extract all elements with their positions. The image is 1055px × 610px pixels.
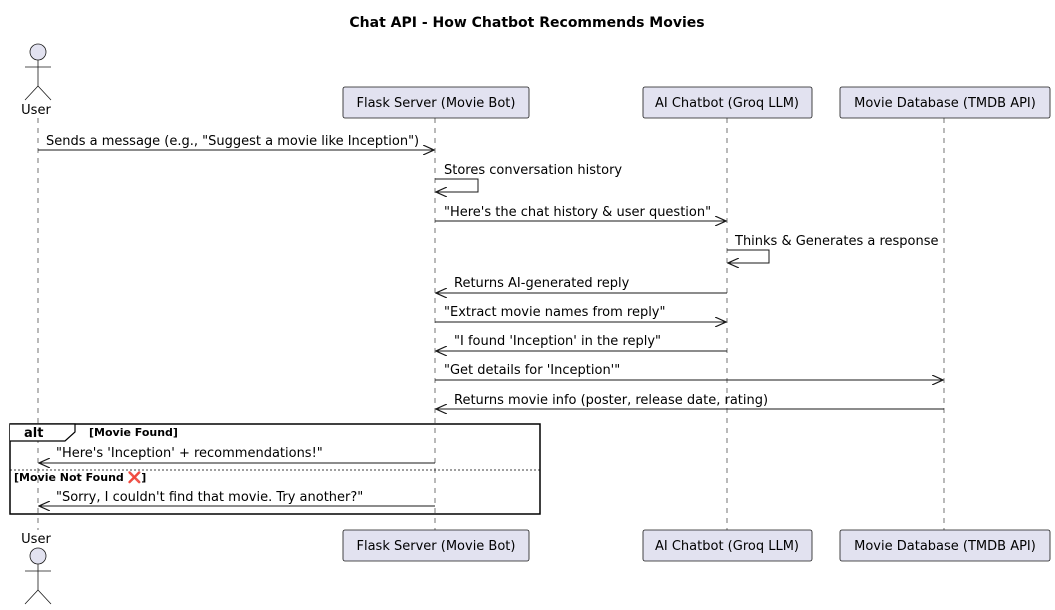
participant-label: Flask Server (Movie Bot) (357, 539, 516, 554)
message-1: Sends a message (e.g., "Suggest a movie … (38, 134, 434, 150)
participant-ai-bottom: AI Chatbot (Groq LLM) (642, 529, 813, 562)
alt-branch1-message: "Here's 'Inception' + recommendations!" (56, 446, 323, 461)
participant-label: Movie Database (TMDB API) (854, 96, 1036, 111)
message-label: "I found 'Inception' in the reply" (454, 334, 661, 349)
message-6: "Extract movie names from reply" (435, 305, 726, 322)
actor-head-icon (29, 547, 47, 565)
actor-head-icon (29, 43, 47, 61)
actor-user-top: User (21, 43, 51, 118)
message-label: "Here's the chat history & user question… (444, 205, 711, 220)
alt-branch1-label: [Movie Found] (89, 426, 178, 439)
message-5: Returns AI-generated reply (436, 276, 727, 293)
participant-flask-bottom: Flask Server (Movie Bot) (342, 529, 530, 562)
message-label: "Get details for 'Inception'" (444, 363, 620, 378)
message-2: Stores conversation history (435, 163, 622, 192)
diagram-title: Chat API - How Chatbot Recommends Movies (349, 15, 704, 31)
message-label: Sends a message (e.g., "Suggest a movie … (46, 134, 419, 149)
participant-db-top: Movie Database (TMDB API) (839, 86, 1051, 119)
message-label: Returns movie info (poster, release date… (454, 393, 768, 408)
participant-label: User (21, 103, 51, 118)
message-7: "I found 'Inception' in the reply" (436, 334, 727, 351)
actor-user-bottom: User (21, 532, 51, 605)
message-label: Stores conversation history (444, 163, 622, 178)
participant-flask-top: Flask Server (Movie Bot) (342, 86, 530, 119)
message-4: Thinks & Generates a response (727, 234, 939, 263)
participant-label: AI Chatbot (Groq LLM) (655, 539, 799, 554)
message-label: Thinks & Generates a response (734, 234, 939, 249)
message-9: Returns movie info (poster, release date… (436, 393, 944, 409)
message-3: "Here's the chat history & user question… (435, 205, 726, 221)
participant-ai-top: AI Chatbot (Groq LLM) (642, 86, 813, 119)
participant-label: Flask Server (Movie Bot) (357, 96, 516, 111)
participant-db-bottom: Movie Database (TMDB API) (839, 529, 1051, 562)
message-8: "Get details for 'Inception'" (435, 363, 943, 380)
participant-label: Movie Database (TMDB API) (854, 539, 1036, 554)
alt-branch2-label: [Movie Not Found ❌] (14, 471, 146, 484)
message-label: Returns AI-generated reply (454, 276, 630, 291)
alt-keyword: alt (24, 426, 43, 441)
message-label: "Extract movie names from reply" (444, 305, 665, 320)
participant-label: User (21, 532, 51, 547)
alt-branch2-message: "Sorry, I couldn't find that movie. Try … (56, 490, 363, 505)
participant-label: AI Chatbot (Groq LLM) (655, 96, 799, 111)
alt-fragment: alt [Movie Found] "Here's 'Inception' + … (9, 423, 541, 515)
